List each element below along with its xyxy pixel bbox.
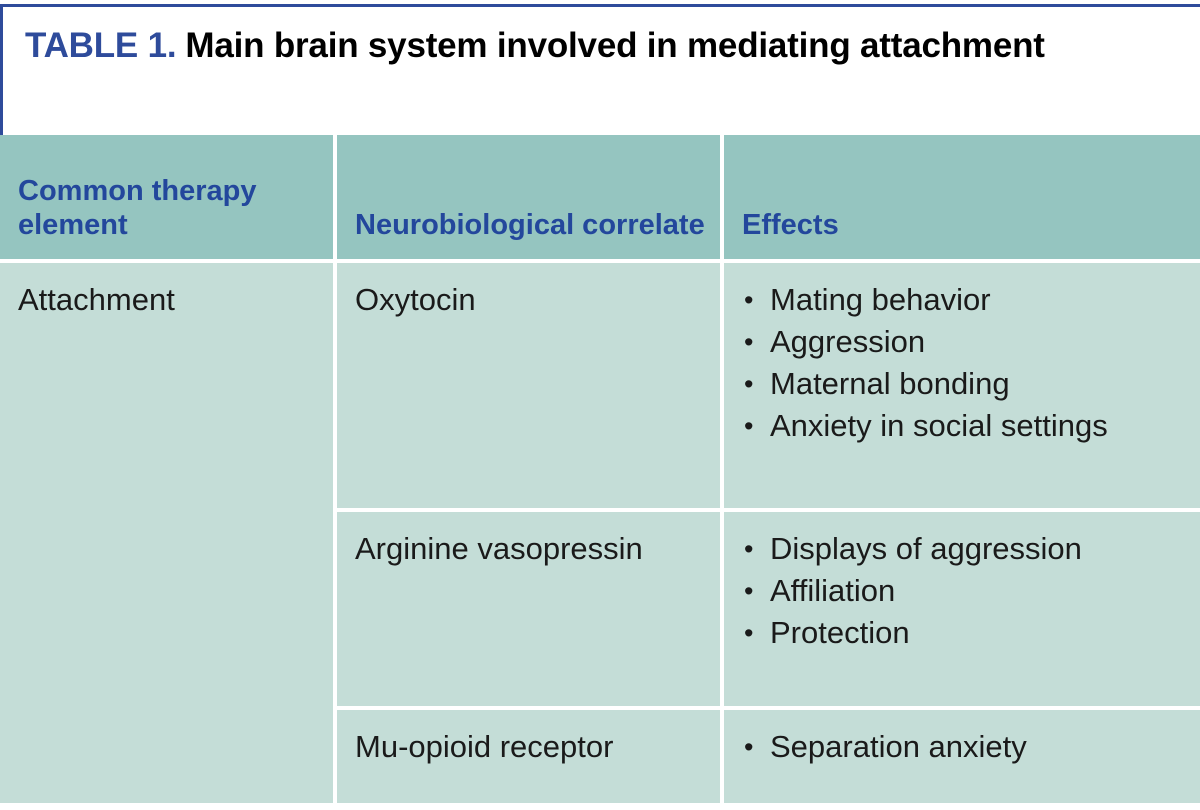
table-body: Attachment Oxytocin • Mating behavior • … (0, 263, 1200, 803)
list-item-label: Affiliation (770, 572, 896, 608)
table-header-row: Common therapy element Neurobiological c… (0, 135, 1200, 263)
effects-list: • Displays of aggression • Affiliation •… (742, 529, 1188, 653)
cell-text: Mu-opioid receptor (355, 729, 614, 765)
column-header-effects: Effects (724, 135, 1200, 263)
cell-therapy-element-attachment: Attachment (0, 263, 337, 803)
bullet-icon: • (744, 369, 754, 399)
table-caption-block: TABLE 1.Main brain system involved in me… (0, 4, 1200, 135)
list-item: • Protection (742, 613, 1188, 653)
cell-effects-mu-opioid-receptor: • Separation anxiety (724, 710, 1200, 803)
list-item-label: Protection (770, 614, 910, 650)
bullet-icon: • (744, 617, 754, 648)
list-item-label: Maternal bonding (770, 366, 1010, 401)
bullet-icon: • (744, 533, 754, 564)
list-item-label: Separation anxiety (770, 729, 1027, 765)
cell-text: Attachment (18, 282, 175, 317)
table-row: Attachment Oxytocin • Mating behavior • … (0, 263, 1200, 803)
effects-list: • Separation anxiety (742, 727, 1188, 767)
list-item-label: Aggression (770, 324, 926, 359)
list-item-label: Anxiety in social settings (770, 408, 1108, 443)
column-header-therapy-element: Common therapy element (0, 135, 337, 263)
list-item: • Anxiety in social settings (742, 406, 1188, 446)
cell-correlate-mu-opioid-receptor: Mu-opioid receptor (337, 710, 724, 803)
list-item-label: Mating behavior (770, 282, 991, 317)
table-header: Common therapy element Neurobiological c… (0, 135, 1200, 263)
data-table: Common therapy element Neurobiological c… (0, 135, 1200, 803)
effects-list: • Mating behavior • Aggression • Materna… (742, 280, 1188, 446)
list-item: • Maternal bonding (742, 364, 1188, 404)
list-item: • Separation anxiety (742, 727, 1188, 767)
table-row: Mu-opioid receptor • Separation anxiety (0, 710, 1200, 803)
bullet-icon: • (744, 327, 754, 357)
list-item: • Mating behavior (742, 280, 1188, 320)
list-item: • Affiliation (742, 571, 1188, 611)
table-number-label: TABLE 1. (25, 26, 177, 65)
cell-text: Oxytocin (355, 282, 476, 317)
bullet-icon: • (744, 732, 754, 763)
cell-correlate-oxytocin: Oxytocin (337, 263, 724, 512)
bullet-icon: • (744, 285, 754, 315)
bullet-icon: • (744, 575, 754, 606)
column-header-neurobiological-correlate: Neurobiological correlate (337, 135, 724, 263)
table-caption-inner: TABLE 1.Main brain system involved in me… (25, 24, 1170, 68)
cell-effects-oxytocin: • Mating behavior • Aggression • Materna… (724, 263, 1200, 512)
table-row: Arginine vasopressin • Displays of aggre… (0, 511, 1200, 711)
list-item-label: Displays of aggression (770, 530, 1082, 566)
table-title: Main brain system involved in mediating … (185, 26, 1045, 65)
table-caption: TABLE 1.Main brain system involved in me… (25, 24, 1170, 68)
cell-correlate-arginine-vasopressin: Arginine vasopressin (337, 511, 724, 711)
cell-text: Arginine vasopressin (355, 530, 643, 566)
cell-effects-arginine-vasopressin: • Displays of aggression • Affiliation •… (724, 511, 1200, 711)
list-item: • Aggression (742, 322, 1188, 362)
list-item: • Displays of aggression (742, 529, 1188, 569)
bullet-icon: • (744, 411, 754, 441)
